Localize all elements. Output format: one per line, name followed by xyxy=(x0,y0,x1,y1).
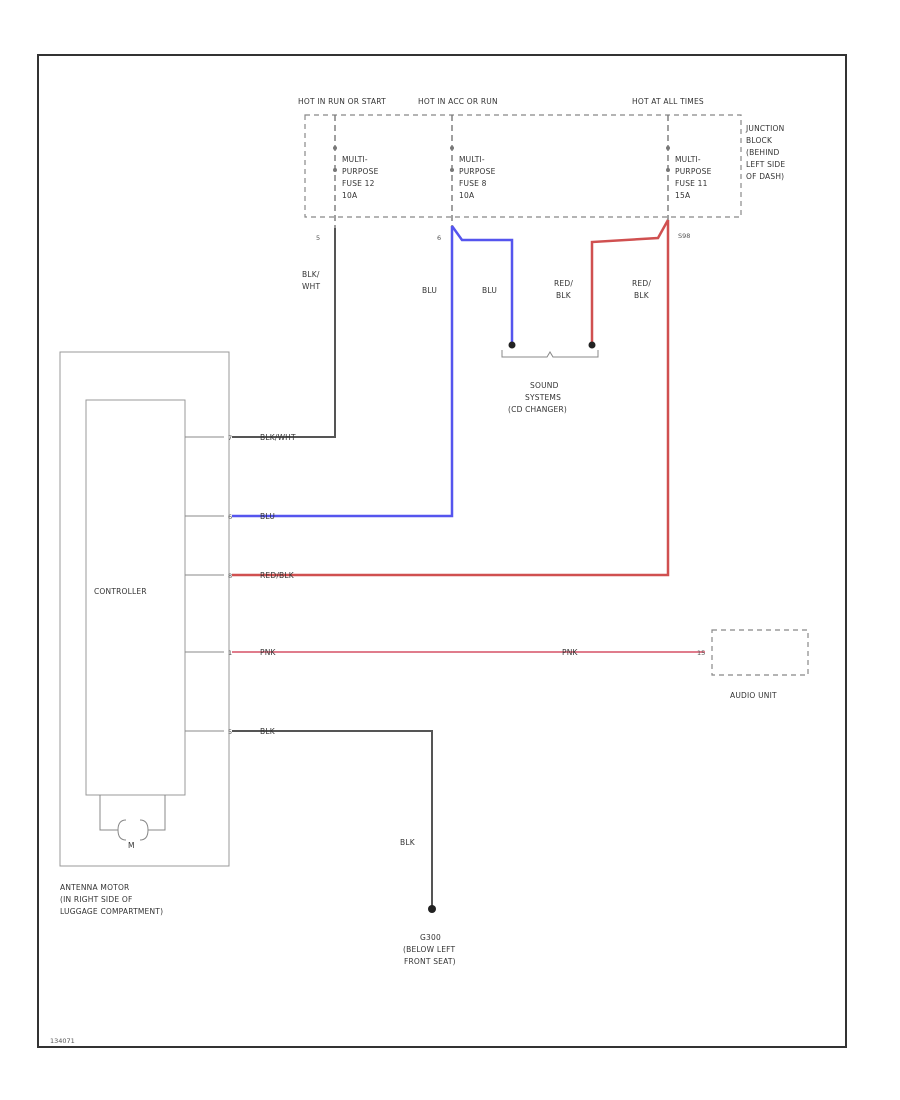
wire-label-blk-v: BLK xyxy=(400,838,416,847)
wire-label-blk-wht-2: WHT xyxy=(302,282,320,291)
svg-text:FUSE 12: FUSE 12 xyxy=(342,179,375,188)
hot-run-label: HOT IN RUN OR START xyxy=(298,97,386,106)
pin-8: 8 xyxy=(228,572,232,580)
svg-text:MULTI-: MULTI- xyxy=(459,155,485,164)
svg-text:(IN RIGHT SIDE OF: (IN RIGHT SIDE OF xyxy=(60,895,132,904)
wire-label-blk-wht-1: BLK/ xyxy=(302,270,320,279)
fuse-12: MULTI- PURPOSE FUSE 12 10A xyxy=(333,115,379,235)
svg-text:FRONT SEAT): FRONT SEAT) xyxy=(404,957,456,966)
svg-text:10A: 10A xyxy=(459,191,475,200)
wire-label-blu-h: BLU xyxy=(260,512,275,521)
audio-unit-box xyxy=(711,629,809,676)
diagram-frame xyxy=(37,54,847,1048)
fuse-8: MULTI- PURPOSE FUSE 8 10A xyxy=(450,115,496,230)
wire-label-red-blk-1a: RED/ xyxy=(554,279,573,288)
svg-text:ANTENNA MOTOR: ANTENNA MOTOR xyxy=(60,883,129,892)
controller-label: CONTROLLER xyxy=(94,587,147,596)
wire-label-red-blk-1b: BLK xyxy=(556,291,572,300)
ground-point xyxy=(428,905,436,913)
wire-label-blk-wht-h: BLK/WHT xyxy=(260,433,296,442)
wire-label-red-blk-h: RED/BLK xyxy=(260,571,295,580)
svg-text:10A: 10A xyxy=(342,191,358,200)
svg-text:LUGGAGE COMPARTMENT): LUGGAGE COMPARTMENT) xyxy=(60,907,163,916)
svg-text:OF DASH): OF DASH) xyxy=(746,172,784,181)
audio-unit-label: AUDIO UNIT xyxy=(730,691,777,700)
fuse-11: MULTI- PURPOSE FUSE 11 15A xyxy=(666,115,712,222)
svg-text:JUNCTION: JUNCTION xyxy=(745,124,784,133)
hot-all-label: HOT AT ALL TIMES xyxy=(632,97,704,106)
wire-label-pnk-1: PNK xyxy=(260,648,277,657)
pin-5: 5 xyxy=(228,728,232,736)
pin-7: 7 xyxy=(228,434,232,442)
svg-text:G300: G300 xyxy=(420,933,441,942)
motor-label: M xyxy=(128,841,135,850)
pin-6: 6 xyxy=(228,513,232,521)
svg-text:PURPOSE: PURPOSE xyxy=(459,167,496,176)
motor-symbol: M xyxy=(99,795,166,850)
antenna-motor-label: ANTENNA MOTOR (IN RIGHT SIDE OF LUGGAGE … xyxy=(60,883,163,916)
wire-blu-controller xyxy=(232,226,454,518)
svg-text:(BEHIND: (BEHIND xyxy=(746,148,779,157)
svg-text:15A: 15A xyxy=(675,191,691,200)
ground-label: G300 (BELOW LEFT FRONT SEAT) xyxy=(403,933,456,966)
svg-text:MULTI-: MULTI- xyxy=(342,155,368,164)
controller-box xyxy=(85,399,186,796)
wire-blu-sound xyxy=(450,225,514,342)
wire-red-blk-controller xyxy=(232,220,670,577)
sound-systems-label: SOUND SYSTEMS (CD CHANGER) xyxy=(508,381,567,414)
antenna-motor-box xyxy=(59,351,230,867)
wire-blk-wht xyxy=(232,228,336,438)
wire-red-blk-sound xyxy=(590,219,670,342)
audio-unit-pin: 15 xyxy=(697,649,705,657)
wire-label-pnk-2: PNK xyxy=(562,648,579,657)
svg-text:SOUND: SOUND xyxy=(530,381,559,390)
wire-label-blu-2: BLU xyxy=(482,286,497,295)
wire-blk-ground xyxy=(232,730,433,906)
svg-text:FUSE 11: FUSE 11 xyxy=(675,179,708,188)
svg-text:(CD CHANGER): (CD CHANGER) xyxy=(508,405,567,414)
wire-label-red-blk-2a: RED/ xyxy=(632,279,651,288)
junction-block-label: JUNCTION BLOCK (BEHIND LEFT SIDE OF DASH… xyxy=(745,124,785,181)
figure-id: 134071 xyxy=(50,1037,75,1045)
svg-text:BLOCK: BLOCK xyxy=(746,136,773,145)
terminal-5: 5 xyxy=(316,234,320,242)
controller-pins: 7 6 8 1 5 xyxy=(185,434,232,736)
sound-systems-connector xyxy=(501,341,599,358)
svg-text:FUSE 8: FUSE 8 xyxy=(459,179,487,188)
hot-acc-label: HOT IN ACC OR RUN xyxy=(418,97,498,106)
svg-text:MULTI-: MULTI- xyxy=(675,155,701,164)
pin-1: 1 xyxy=(228,649,232,657)
svg-text:SYSTEMS: SYSTEMS xyxy=(525,393,561,402)
wire-label-blk-h: BLK xyxy=(260,727,276,736)
junction-block-box xyxy=(304,114,742,218)
terminal-s98: S98 xyxy=(678,232,690,240)
svg-text:PURPOSE: PURPOSE xyxy=(342,167,379,176)
wire-label-blu-1: BLU xyxy=(422,286,437,295)
svg-text:PURPOSE: PURPOSE xyxy=(675,167,712,176)
svg-text:LEFT SIDE: LEFT SIDE xyxy=(746,160,785,169)
svg-text:(BELOW LEFT: (BELOW LEFT xyxy=(403,945,456,954)
terminal-6: 6 xyxy=(437,234,441,242)
wire-label-red-blk-2b: BLK xyxy=(634,291,650,300)
